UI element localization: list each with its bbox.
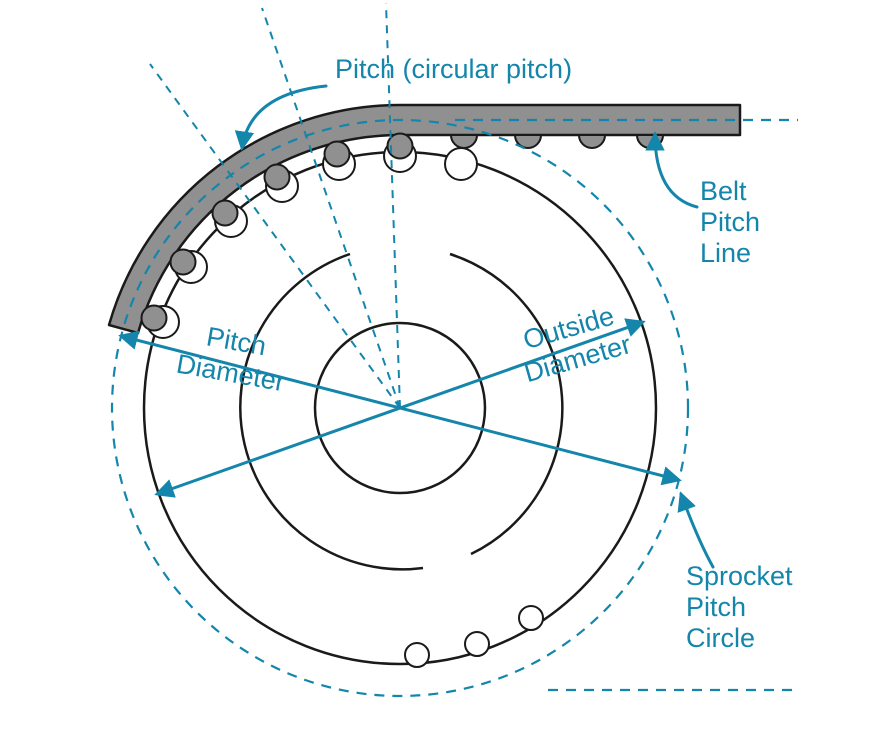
belt-pitch-line-label: Belt Pitch Line <box>700 176 760 268</box>
radial-dashed-line <box>149 63 401 409</box>
sprocket-pitch-circle-label-line2: Pitch <box>686 592 746 622</box>
belt-tooth <box>513 134 543 149</box>
sprocket-groove <box>464 631 490 657</box>
belt-tooth <box>323 140 351 168</box>
belt-pitch-line-label-line1: Belt <box>700 176 747 206</box>
sprocket-groove <box>518 605 544 631</box>
radial-dashed-line <box>261 7 401 409</box>
sprocket-pitch-circle-label-line1: Sprocket <box>686 561 793 591</box>
pitch-leader-arrow <box>234 84 328 151</box>
belt-tooth <box>169 248 197 276</box>
timing-belt <box>107 103 742 335</box>
sprocket-pitch-circle-label-line3: Circle <box>686 623 755 653</box>
belt-pitch-line-label-line3: Line <box>700 238 751 268</box>
outside-diameter-arrow <box>154 318 646 498</box>
sprocket-groove <box>444 147 478 181</box>
pitch-label: Pitch (circular pitch) <box>335 54 572 84</box>
sprocket-pitch-circle-leader-arrow <box>677 491 715 569</box>
belt-pitch-line-label-line2: Pitch <box>700 207 760 237</box>
belt-tooth <box>140 304 168 332</box>
sprocket-pitch-circle-label: Sprocket Pitch Circle <box>686 561 793 653</box>
belt-tooth <box>263 163 291 191</box>
sprocket-grooves-bottom <box>404 605 544 668</box>
sprocket-groove <box>404 642 430 668</box>
belt-tooth <box>211 199 239 227</box>
belt-tooth <box>577 134 607 149</box>
belt-pitch-line-leader-arrow <box>645 131 699 209</box>
belt-tooth <box>449 134 479 149</box>
belt-teeth-engaged <box>140 132 414 332</box>
sprocket-pitch-circle-dashed <box>110 118 690 698</box>
belt-tooth <box>386 132 414 160</box>
